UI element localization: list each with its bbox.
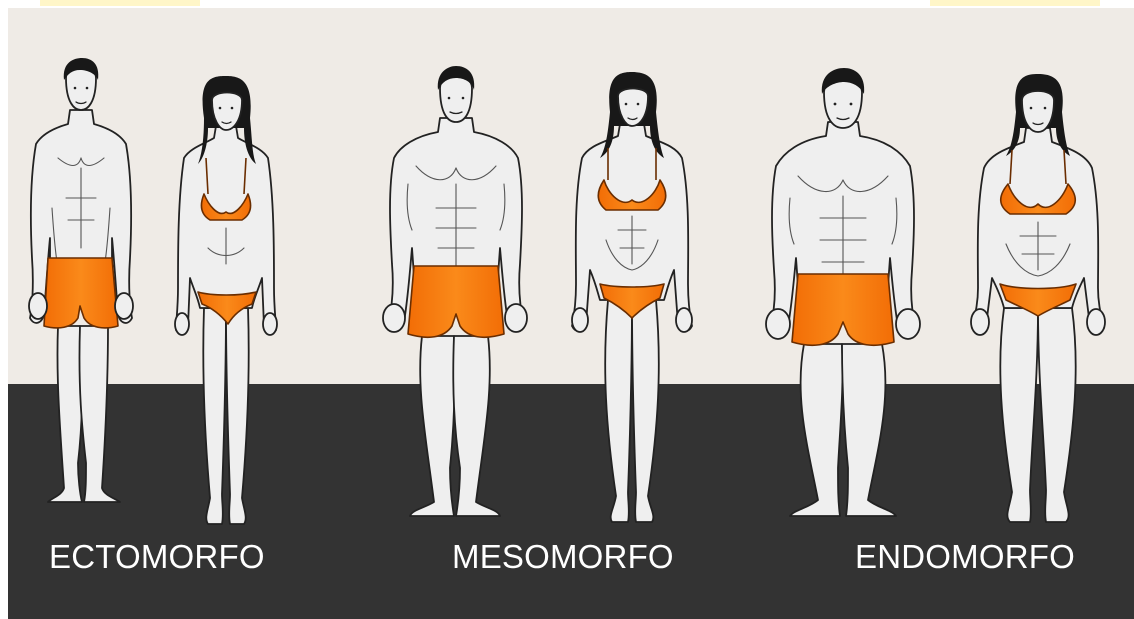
label-ectomorfo: ECTOMORFO [49,538,265,576]
top-strip [0,0,1134,8]
watermark-fragment [930,0,1100,6]
watermark-fragment [40,0,200,6]
body-types-illustration [8,8,1134,619]
backdrop-floor [8,384,1134,619]
label-mesomorfo: MESOMORFO [452,538,674,576]
label-endomorfo: ENDOMORFO [855,538,1075,576]
